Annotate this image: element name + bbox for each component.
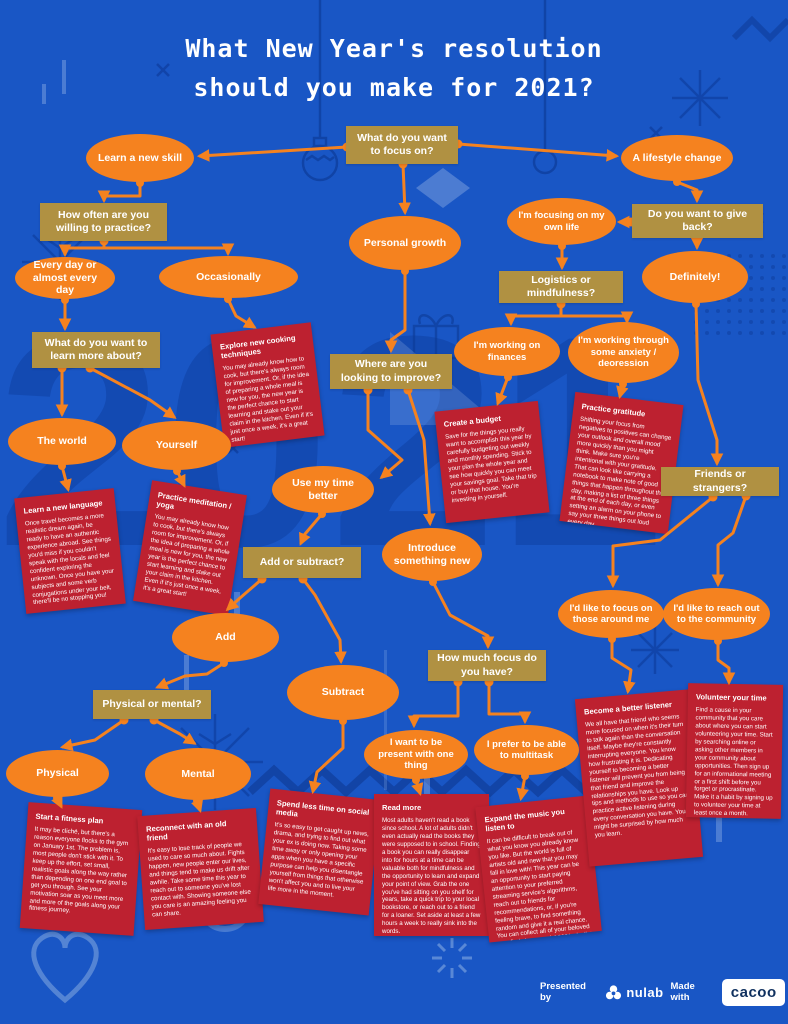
answer-occasionally: Occasionally <box>159 256 298 298</box>
answer-physical: Physical <box>6 750 109 797</box>
answer-the-world: The world <box>8 418 116 465</box>
answer-personal-growth: Personal growth <box>349 216 461 270</box>
page-title-line1: What New Year's resolution <box>185 34 603 63</box>
page-title-line2: should you make for 2021? <box>193 72 595 102</box>
answer-mental: Mental <box>145 748 251 800</box>
answer-own-life: I'm focusing on my own life <box>507 198 616 245</box>
answer-use-time: Use my time better <box>272 466 374 513</box>
card-read: Read more Most adults haven't read a boo… <box>374 794 489 936</box>
answer-multitask: I prefer to be able to multitask <box>474 725 579 775</box>
answer-every-day: Every day or almost every day <box>15 257 115 299</box>
answer-focus-around: I'd like to focus on those around me <box>558 590 664 638</box>
answer-finances: I'm working on finances <box>454 327 560 376</box>
answer-present-one: I want to be present with one thing <box>364 730 468 779</box>
cacoo-logo: cacoo <box>722 978 785 1006</box>
answer-anxiety: I'm working through some anxiety / deore… <box>568 322 679 383</box>
question-logistics: Logistics or mindfulness? <box>499 271 623 303</box>
nulab-logo-icon <box>606 984 622 999</box>
question-often: How often are you willing to practice? <box>40 203 167 241</box>
question-friends: Friends or strangers? <box>661 467 779 496</box>
answer-reach-community: I'd like to reach out to the community <box>663 588 770 640</box>
nulab-wordmark: nulab <box>626 984 664 1000</box>
page-title: What New Year's resolution should you ma… <box>0 30 788 108</box>
question-addsub: Add or subtract? <box>243 547 361 578</box>
card-body: Most adults haven't read a book since sc… <box>382 817 481 936</box>
card-title: Read more <box>382 803 422 812</box>
question-focus-amount: How much focus do you have? <box>428 650 546 681</box>
question-improve: Where are you looking to improve? <box>330 354 452 389</box>
nulab-logo: nulab <box>605 984 663 1001</box>
question-focus: What do you want to focus on? <box>346 126 458 164</box>
answer-add: Add <box>172 613 279 662</box>
presented-by-label: Presented by <box>540 981 586 1003</box>
answer-learn-skill: Learn a new skill <box>86 134 194 182</box>
answer-lifestyle: A lifestyle change <box>621 135 733 181</box>
made-with-label: Made with <box>670 981 695 1003</box>
answer-introduce-new: Introduce something new <box>382 528 482 581</box>
question-physmental: Physical or mental? <box>93 690 211 719</box>
footer: Presented by nulab Made with cacoo <box>540 972 785 1012</box>
question-giveback: Do you want to give back? <box>632 204 763 238</box>
question-learn: What do you want to learn more about? <box>32 332 160 368</box>
answer-yourself: Yourself <box>122 421 231 470</box>
answer-definitely: Definitely! <box>642 251 748 303</box>
answer-subtract: Subtract <box>287 665 399 720</box>
